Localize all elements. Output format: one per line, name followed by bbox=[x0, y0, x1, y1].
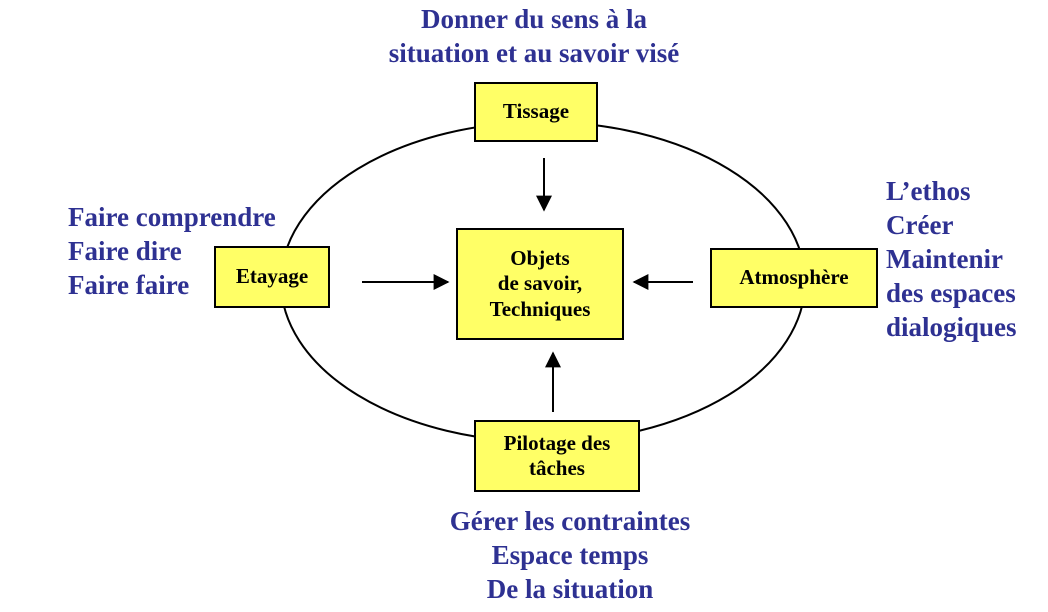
note-left: Faire comprendre Faire dire Faire faire bbox=[68, 200, 308, 302]
node-pilotage: Pilotage des tâches bbox=[474, 420, 640, 492]
node-center-line-1: Objets bbox=[510, 246, 570, 271]
note-bottom: Gérer les contraintes Espace temps De la… bbox=[400, 504, 740, 606]
node-etayage-label: Etayage bbox=[235, 264, 309, 289]
note-bottom-line-2: Espace temps bbox=[491, 540, 649, 570]
node-center-line-3: Techniques bbox=[489, 296, 591, 321]
node-center-line-2: de savoir, bbox=[497, 271, 583, 296]
note-left-line-2: Faire dire bbox=[68, 236, 182, 266]
node-atmosphere-label: Atmosphère bbox=[739, 265, 849, 290]
note-top-line-2: situation et au savoir visé bbox=[388, 38, 680, 68]
note-left-line-1: Faire comprendre bbox=[68, 202, 276, 232]
note-right-line-5: dialogiques bbox=[886, 312, 1017, 342]
node-pilotage-line-2: tâches bbox=[528, 456, 585, 480]
note-left-line-3: Faire faire bbox=[68, 270, 190, 300]
node-atmosphere: Atmosphère bbox=[710, 248, 878, 308]
node-tissage-label: Tissage bbox=[502, 99, 570, 124]
note-right-line-3: Maintenir bbox=[886, 244, 1003, 274]
note-bottom-line-1: Gérer les contraintes bbox=[449, 506, 691, 536]
note-right-line-4: des espaces bbox=[886, 278, 1016, 308]
note-bottom-line-3: De la situation bbox=[486, 574, 654, 604]
note-right-line-1: L’ethos bbox=[886, 176, 971, 206]
node-center: Objets de savoir, Techniques bbox=[456, 228, 624, 340]
note-right: L’ethos Créer Maintenir des espaces dial… bbox=[886, 174, 1046, 344]
node-pilotage-line-1: Pilotage des bbox=[503, 430, 611, 455]
node-tissage: Tissage bbox=[474, 82, 598, 142]
note-top-line-1: Donner du sens à la bbox=[420, 4, 648, 34]
note-right-line-2: Créer bbox=[886, 210, 954, 240]
node-etayage: Etayage bbox=[214, 246, 330, 308]
note-top: Donner du sens à la situation et au savo… bbox=[334, 2, 734, 70]
